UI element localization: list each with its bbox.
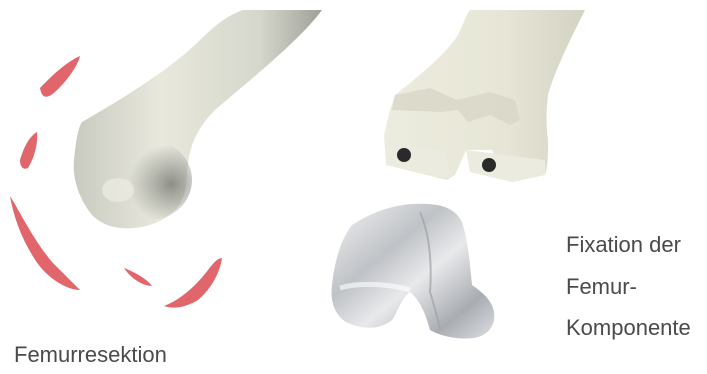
caption-femur-resection: Femurresektion xyxy=(14,344,167,366)
resection-fragment xyxy=(164,258,222,308)
caption-fixation-line-1: Fixation der xyxy=(566,234,681,256)
resection-fragment xyxy=(124,268,152,286)
caption-fixation-line-3: Komponente xyxy=(566,317,691,339)
condyle-highlight xyxy=(102,178,134,202)
peg-hole xyxy=(397,148,411,162)
resection-fragment xyxy=(20,132,37,169)
caption-fixation-line-2: Femur- xyxy=(566,276,637,298)
prepared-femur-illustration xyxy=(384,10,585,182)
resection-fragment xyxy=(40,56,80,97)
resection-fragment xyxy=(10,196,80,290)
femoral-implant xyxy=(332,204,495,339)
peg-hole xyxy=(482,158,496,172)
femur-resection-illustration xyxy=(10,10,322,308)
femoral-implant-illustration xyxy=(332,204,495,339)
